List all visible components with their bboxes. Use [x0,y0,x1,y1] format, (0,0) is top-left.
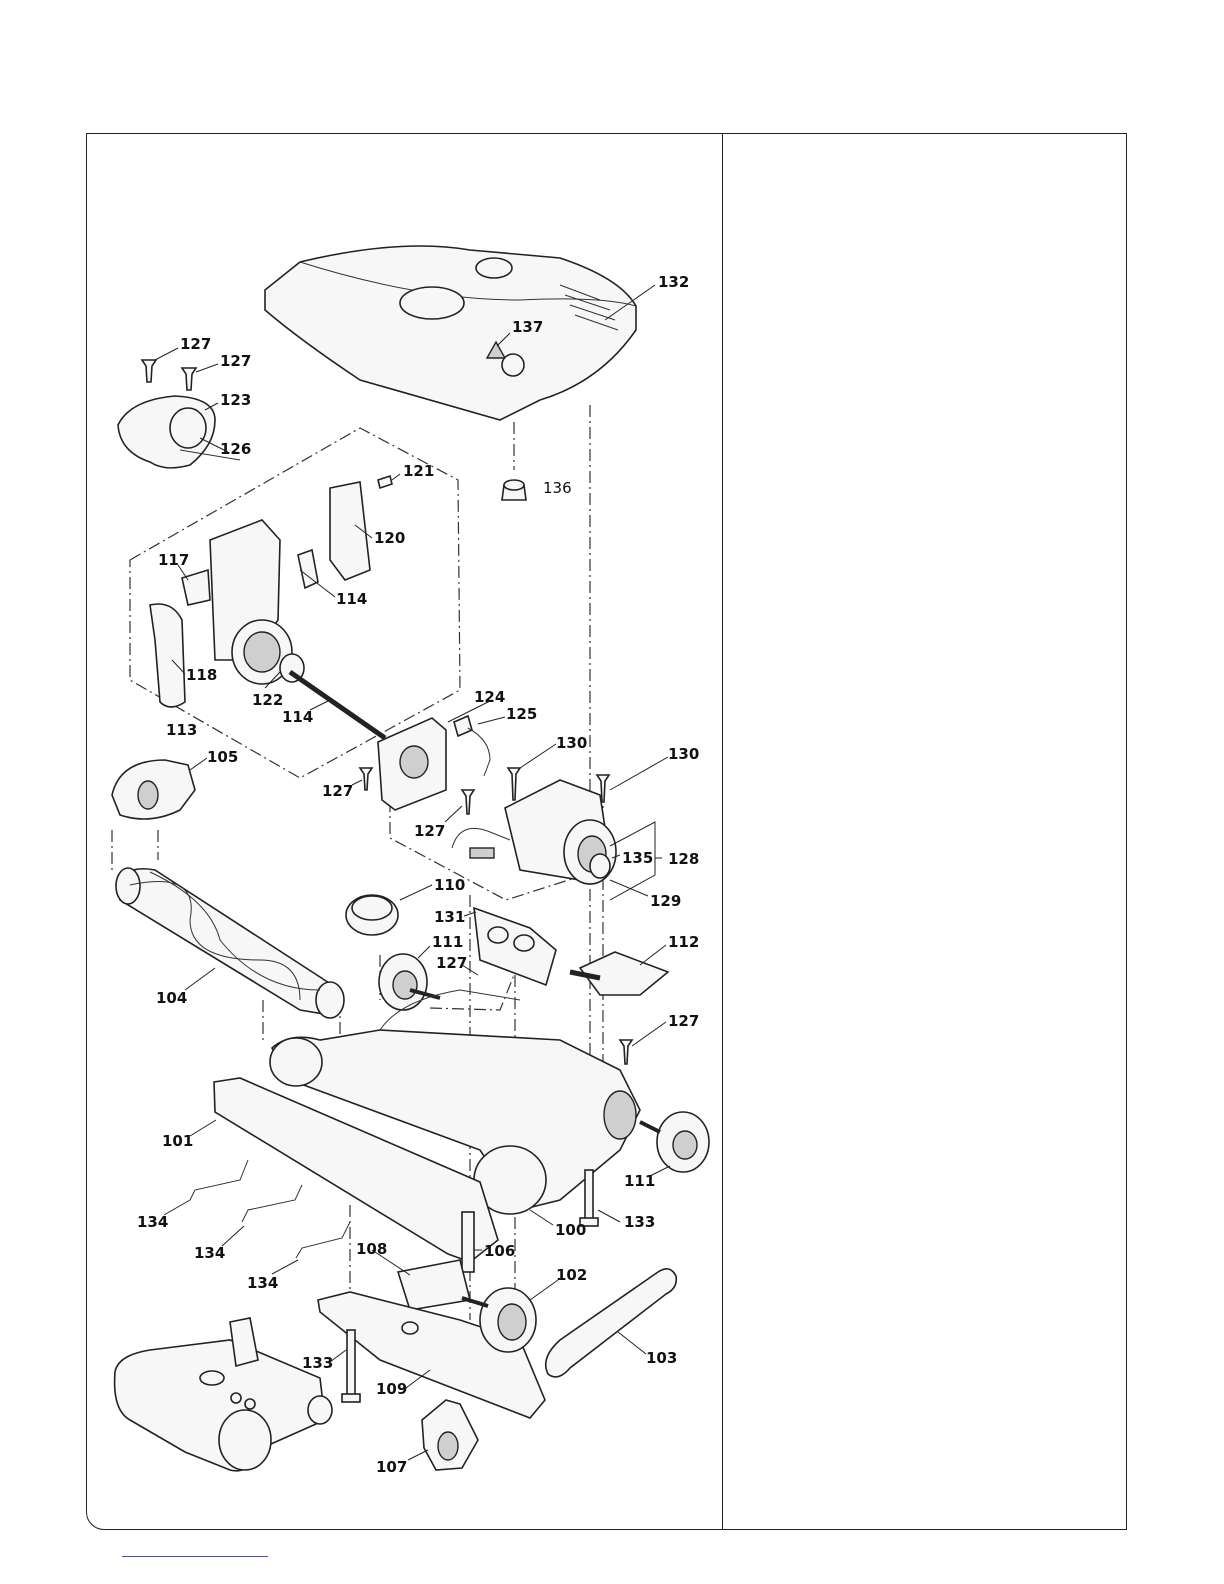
label-135: 135 [622,849,653,867]
label-127: 127 [668,1012,699,1030]
label-137: 137 [512,318,543,336]
label-104: 104 [156,989,187,1007]
part-127-screw-right [620,1040,632,1064]
label-118: 118 [186,666,217,684]
label-126: 126 [220,440,251,458]
label-113: 113 [166,721,197,739]
label-130: 130 [556,734,587,752]
part-106-spring [462,1212,474,1272]
label-106: 106 [484,1242,515,1260]
label-125: 125 [506,705,537,723]
label-127: 127 [180,335,211,353]
label-108: 108 [356,1240,387,1258]
label-114: 114 [282,708,313,726]
label-127: 127 [414,822,445,840]
footer-link-underline[interactable] [122,1556,268,1557]
part-131-plate [474,908,556,985]
label-111: 111 [624,1172,655,1190]
label-111: 111 [432,933,463,951]
label-122: 122 [252,691,283,709]
part-136-knob [502,480,526,500]
label-128: 128 [668,850,699,868]
label-124: 124 [474,688,505,706]
label-100: 100 [555,1221,586,1239]
label-132: 132 [658,273,689,291]
label-123: 123 [220,391,251,409]
label-134: 134 [194,1244,225,1262]
part-111-wheel-right [640,1112,709,1172]
label-136: 136 [543,479,572,497]
label-121: 121 [403,462,434,480]
assembled-head-illustration [115,1318,332,1471]
label-107: 107 [376,1458,407,1476]
part-111-wheel-left [379,954,440,1010]
label-102: 102 [556,1266,587,1284]
label-110: 110 [434,876,465,894]
part-104-brush-roll [116,868,344,1018]
part-127-screws [142,360,196,390]
part-107-bracket [422,1400,478,1470]
label-112: 112 [668,933,699,951]
part-110-cap [346,895,398,935]
label-127: 127 [220,352,251,370]
label-105: 105 [207,748,238,766]
label-129: 129 [650,892,681,910]
label-101: 101 [162,1132,193,1150]
label-134: 134 [247,1274,278,1292]
label-133: 133 [624,1213,655,1231]
label-120: 120 [374,529,405,547]
label-131: 131 [434,908,465,926]
label-127: 127 [322,782,353,800]
part-124-bracket [378,716,490,810]
part-108-latch [398,1260,470,1310]
label-117: 117 [158,551,189,569]
label-127: 127 [436,954,467,972]
part-105-end-cap [112,760,195,819]
label-103: 103 [646,1349,677,1367]
part-120-cover [330,476,392,580]
label-134: 134 [137,1213,168,1231]
label-133: 133 [302,1354,333,1372]
label-130: 130 [668,745,699,763]
label-109: 109 [376,1380,407,1398]
part-128-motor [452,780,616,884]
part-132-top-cover [265,246,636,420]
label-114: 114 [336,590,367,608]
part-112-pedal [570,952,668,995]
